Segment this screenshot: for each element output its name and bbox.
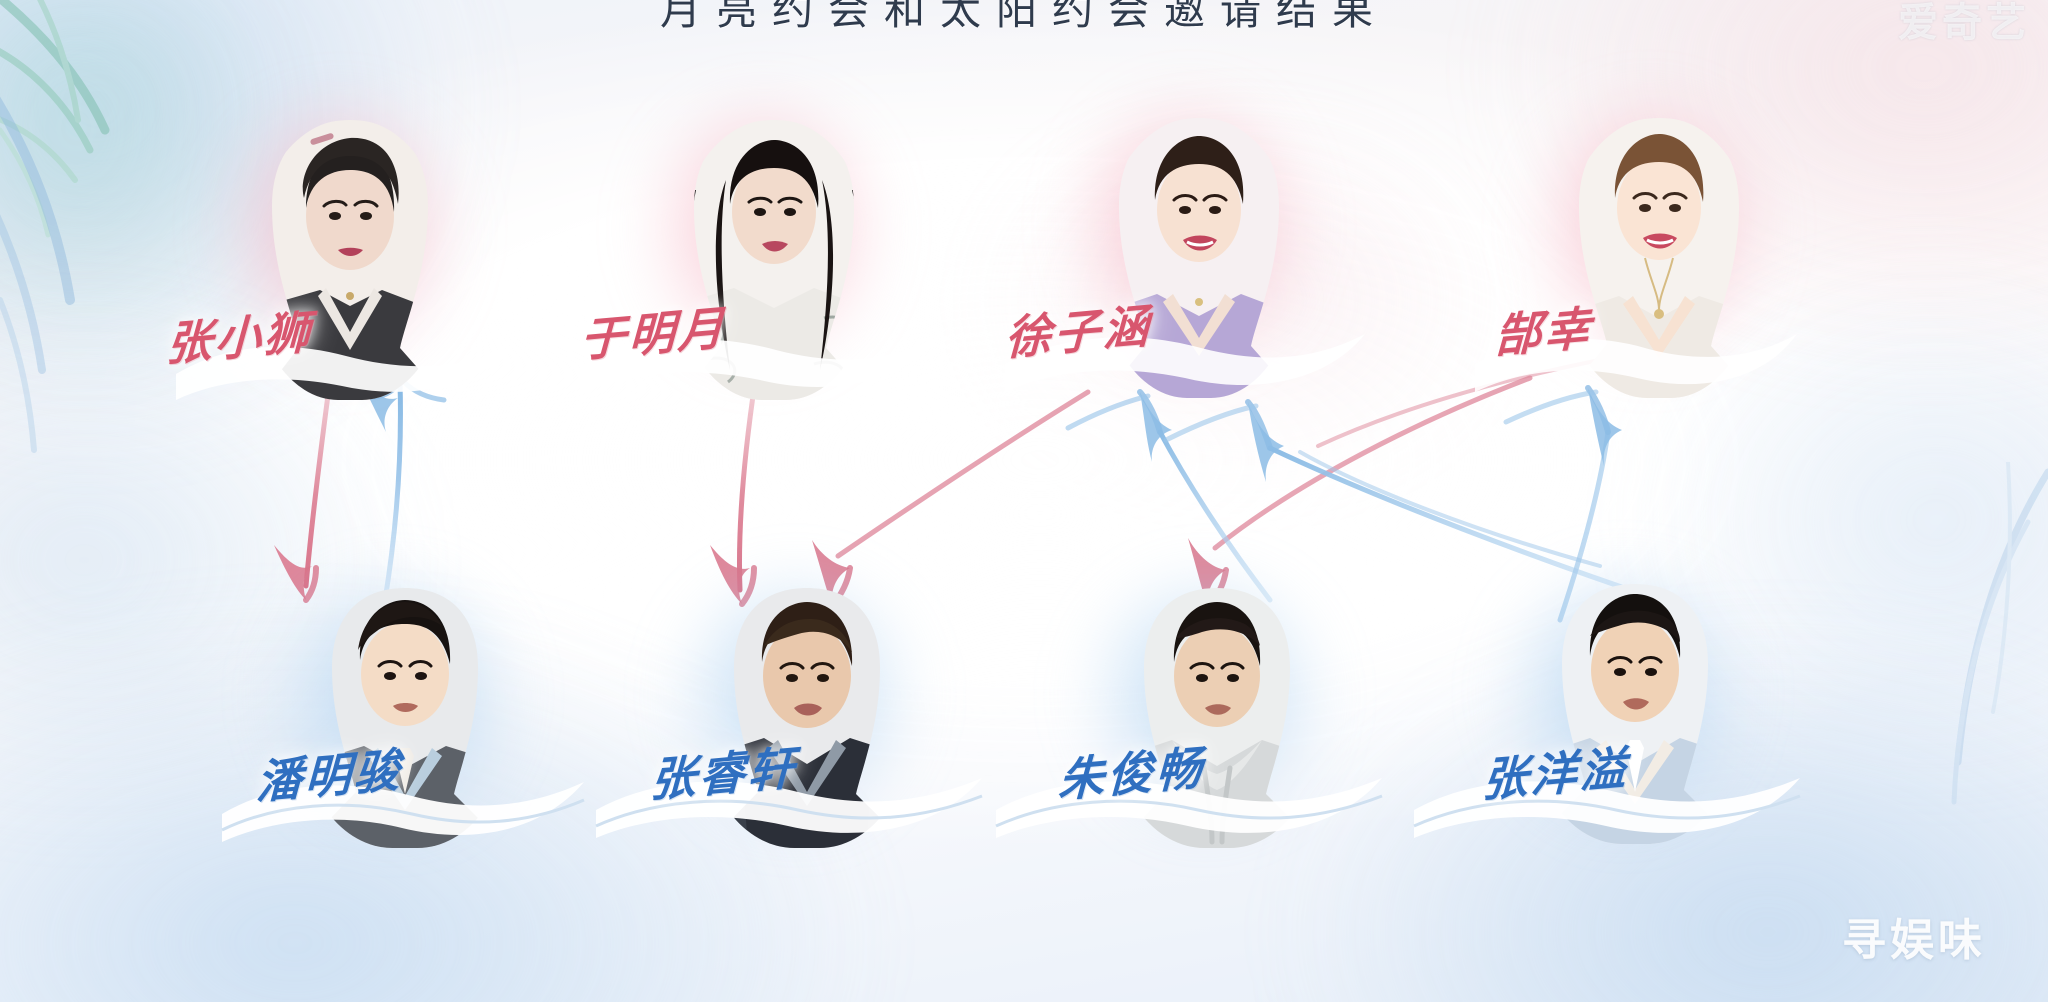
person-card-xu-zihan[interactable]: 徐子涵 xyxy=(1004,100,1365,418)
page-title: 月亮约会和太阳约会邀请结果 xyxy=(660,0,1388,34)
avatar-zhu-junchang xyxy=(1114,588,1320,848)
name-label-wrap-xu-zihan: 徐子涵 xyxy=(1004,296,1152,365)
person-card-yu-mingyue[interactable]: 于明月 xyxy=(579,102,940,420)
person-card-zhang-ruixuan[interactable]: 张睿轩 xyxy=(595,574,983,868)
person-card-gao-xing[interactable]: 郜幸 xyxy=(1475,100,1797,418)
person-name-zhang-yangyi: 张洋溢 xyxy=(1481,740,1630,808)
person-name-zhang-xiaoshi: 张小狮 xyxy=(165,304,314,372)
person-card-zhang-xiaoshi[interactable]: 张小狮 xyxy=(165,102,516,420)
avatar-zhang-ruixuan xyxy=(704,588,910,848)
name-label-wrap-gao-xing: 郜幸 xyxy=(1494,296,1594,364)
name-label-wrap-zhang-ruixuan: 张睿轩 xyxy=(649,738,797,807)
person-name-gao-xing: 郜幸 xyxy=(1494,300,1594,364)
person-card-zhu-junchang[interactable]: 朱俊畅 xyxy=(995,574,1383,868)
person-name-zhu-junchang: 朱俊畅 xyxy=(1057,740,1206,808)
person-name-xu-zihan: 徐子涵 xyxy=(1004,298,1153,366)
name-label-wrap-zhang-xiaoshi: 张小狮 xyxy=(165,302,313,371)
avatar-pan-mingjun xyxy=(302,588,508,848)
person-name-zhang-ruixuan: 张睿轩 xyxy=(649,740,798,808)
person-card-pan-mingjun[interactable]: 潘明骏 xyxy=(221,574,585,868)
avatar-zhang-yangyi xyxy=(1532,584,1738,844)
person-card-zhang-yangyi[interactable]: 张洋溢 xyxy=(1413,570,1801,864)
name-label-wrap-zhu-junchang: 朱俊畅 xyxy=(1057,738,1205,807)
name-label-wrap-yu-mingyue: 于明月 xyxy=(579,298,727,367)
person-name-yu-mingyue: 于明月 xyxy=(579,300,728,368)
name-label-wrap-zhang-yangyi: 张洋溢 xyxy=(1481,738,1629,807)
name-label-wrap-pan-mingjun: 潘明骏 xyxy=(255,740,403,809)
person-name-pan-mingjun: 潘明骏 xyxy=(255,742,404,810)
